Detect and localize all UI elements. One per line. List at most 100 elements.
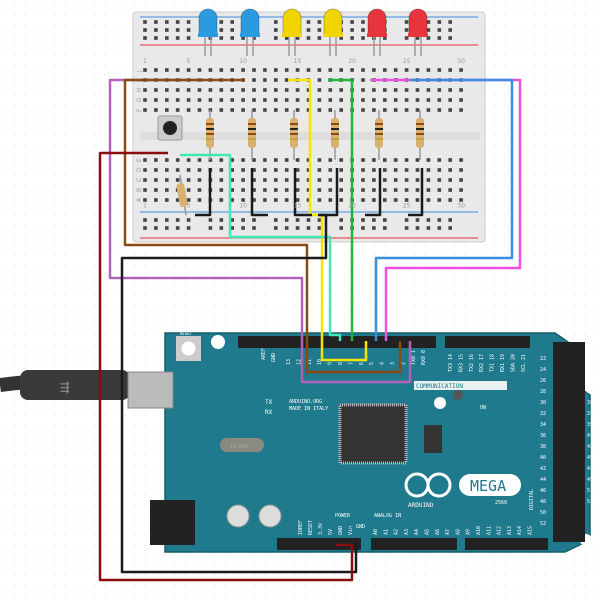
breadboard-hole[interactable] [186, 168, 191, 172]
breadboard-hole[interactable] [154, 168, 158, 172]
breadboard-hole[interactable] [426, 218, 431, 222]
breadboard-hole[interactable] [219, 68, 224, 72]
breadboard-hole[interactable] [339, 188, 343, 192]
breadboard-hole[interactable] [252, 218, 256, 222]
breadboard-hole[interactable] [361, 88, 365, 92]
breadboard-hole[interactable] [383, 98, 387, 102]
breadboard-hole[interactable] [383, 108, 387, 112]
breadboard-hole[interactable] [186, 20, 191, 24]
breadboard-hole[interactable] [143, 218, 147, 222]
breadboard-hole[interactable] [448, 108, 452, 112]
wire-black-r2[interactable] [250, 168, 268, 217]
breadboard-hole[interactable] [230, 98, 234, 102]
breadboard-hole[interactable] [219, 20, 224, 24]
breadboard-hole[interactable] [426, 20, 431, 24]
breadboard-hole[interactable] [241, 168, 245, 172]
breadboard-hole[interactable] [393, 158, 398, 162]
breadboard-hole[interactable] [175, 36, 180, 40]
led[interactable] [282, 8, 302, 56]
breadboard-hole[interactable] [306, 226, 311, 230]
breadboard-hole[interactable] [404, 198, 409, 202]
breadboard-hole[interactable] [263, 178, 267, 182]
wire-blue[interactable] [374, 78, 514, 341]
breadboard-hole[interactable] [437, 98, 442, 102]
breadboard-hole[interactable] [459, 68, 463, 72]
breadboard-hole[interactable] [383, 226, 387, 230]
breadboard-hole[interactable] [263, 198, 267, 202]
breadboard-hole[interactable] [404, 28, 409, 32]
breadboard-hole[interactable] [241, 188, 245, 192]
breadboard-hole[interactable] [448, 218, 452, 222]
breadboard-hole[interactable] [339, 108, 343, 112]
breadboard-hole[interactable] [448, 28, 452, 32]
breadboard-hole[interactable] [175, 98, 180, 102]
breadboard-hole[interactable] [197, 198, 202, 202]
breadboard-hole[interactable] [263, 88, 267, 92]
breadboard-hole[interactable] [437, 198, 442, 202]
breadboard-hole[interactable] [404, 20, 409, 24]
breadboard-hole[interactable] [252, 98, 256, 102]
breadboard-hole[interactable] [404, 218, 409, 222]
breadboard-hole[interactable] [143, 68, 147, 72]
breadboard-hole[interactable] [208, 218, 213, 222]
breadboard-hole[interactable] [317, 98, 322, 102]
breadboard-hole[interactable] [252, 88, 256, 92]
breadboard-hole[interactable] [175, 88, 180, 92]
breadboard-hole[interactable] [339, 88, 343, 92]
breadboard-hole[interactable] [241, 108, 245, 112]
breadboard-hole[interactable] [197, 168, 202, 172]
breadboard-hole[interactable] [448, 188, 452, 192]
breadboard-hole[interactable] [415, 158, 420, 162]
breadboard-hole[interactable] [328, 188, 333, 192]
breadboard-hole[interactable] [154, 98, 158, 102]
breadboard-hole[interactable] [284, 198, 289, 202]
breadboard-hole[interactable] [437, 28, 442, 32]
breadboard-hole[interactable] [404, 188, 409, 192]
breadboard-hole[interactable] [317, 36, 322, 40]
breadboard-hole[interactable] [230, 20, 234, 24]
right-header[interactable] [553, 342, 585, 542]
breadboard-hole[interactable] [143, 178, 147, 182]
breadboard-hole[interactable] [448, 98, 452, 102]
breadboard-hole[interactable] [295, 188, 300, 192]
breadboard-hole[interactable] [274, 168, 278, 172]
breadboard-hole[interactable] [361, 36, 365, 40]
breadboard-hole[interactable] [437, 158, 442, 162]
breadboard-hole[interactable] [317, 168, 322, 172]
breadboard-hole[interactable] [448, 36, 452, 40]
breadboard-hole[interactable] [143, 36, 147, 40]
breadboard-hole[interactable] [361, 78, 365, 82]
breadboard-hole[interactable] [361, 108, 365, 112]
breadboard-hole[interactable] [383, 36, 387, 40]
breadboard-hole[interactable] [361, 188, 365, 192]
breadboard-hole[interactable] [317, 188, 322, 192]
breadboard-hole[interactable] [372, 168, 376, 172]
breadboard-hole[interactable] [165, 20, 169, 24]
breadboard-hole[interactable] [328, 88, 333, 92]
breadboard-hole[interactable] [372, 226, 376, 230]
breadboard-hole[interactable] [426, 98, 431, 102]
breadboard-hole[interactable] [339, 98, 343, 102]
breadboard-hole[interactable] [274, 88, 278, 92]
breadboard-hole[interactable] [383, 168, 387, 172]
breadboard-hole[interactable] [197, 178, 202, 182]
breadboard-hole[interactable] [361, 28, 365, 32]
breadboard-hole[interactable] [274, 158, 278, 162]
breadboard-hole[interactable] [415, 168, 420, 172]
breadboard-hole[interactable] [219, 28, 224, 32]
breadboard-hole[interactable] [437, 218, 442, 222]
breadboard-hole[interactable] [175, 218, 180, 222]
analog-header-1[interactable] [371, 538, 457, 550]
breadboard-hole[interactable] [154, 20, 158, 24]
wire-black-r5[interactable] [365, 168, 382, 217]
breadboard-hole[interactable] [230, 158, 234, 162]
breadboard-hole[interactable] [415, 198, 420, 202]
breadboard-hole[interactable] [328, 168, 333, 172]
breadboard-hole[interactable] [197, 98, 202, 102]
breadboard-hole[interactable] [437, 108, 442, 112]
breadboard-hole[interactable] [459, 168, 463, 172]
breadboard-hole[interactable] [306, 178, 311, 182]
breadboard-hole[interactable] [284, 178, 289, 182]
breadboard-hole[interactable] [274, 198, 278, 202]
breadboard-hole[interactable] [350, 68, 354, 72]
